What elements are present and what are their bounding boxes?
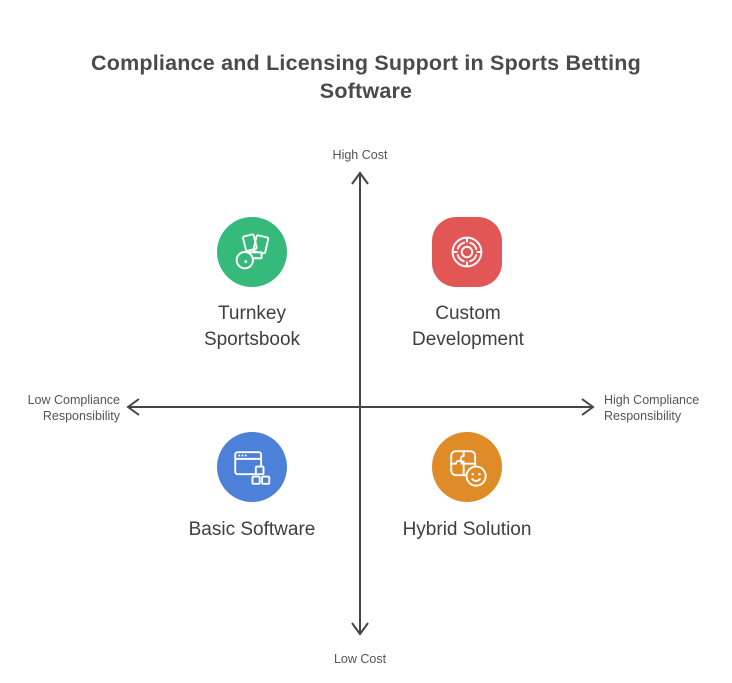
up-arrowhead-icon — [351, 171, 369, 185]
browser-modules-icon — [234, 451, 271, 485]
page-title-line-2: Software — [319, 79, 413, 103]
label-hybrid-solution: Hybrid Solution — [402, 519, 532, 540]
label-basic-software: Basic Software — [188, 519, 316, 540]
axis-label-high-compliance: High Compliance Responsibility — [604, 393, 700, 423]
custom-development-icon-badge — [432, 217, 502, 287]
right-arrowhead-icon — [581, 398, 595, 416]
whistle-and-cards-icon — [235, 233, 270, 270]
axis-label-high-cost: High Cost — [332, 148, 388, 162]
page-title-line-1: Compliance and Licensing Support in Spor… — [91, 51, 641, 75]
basic-software-icon-badge — [217, 432, 287, 502]
down-arrowhead-icon — [351, 622, 369, 636]
left-arrowhead-icon — [126, 398, 140, 416]
axis-label-low-compliance: Low Compliance Responsibility — [27, 393, 120, 423]
turnkey-sportsbook-icon-badge — [217, 217, 287, 287]
label-turnkey-sportsbook: Turnkey Sportsbook — [203, 303, 301, 350]
puzzle-smiley-icon — [450, 450, 487, 487]
label-custom-development: Custom Development — [412, 303, 524, 350]
page-title: Compliance and Licensing Support in Spor… — [0, 49, 732, 105]
hybrid-solution-icon-badge — [432, 432, 502, 502]
circular-maze-icon — [451, 236, 483, 268]
axis-label-low-cost: Low Cost — [333, 652, 387, 666]
